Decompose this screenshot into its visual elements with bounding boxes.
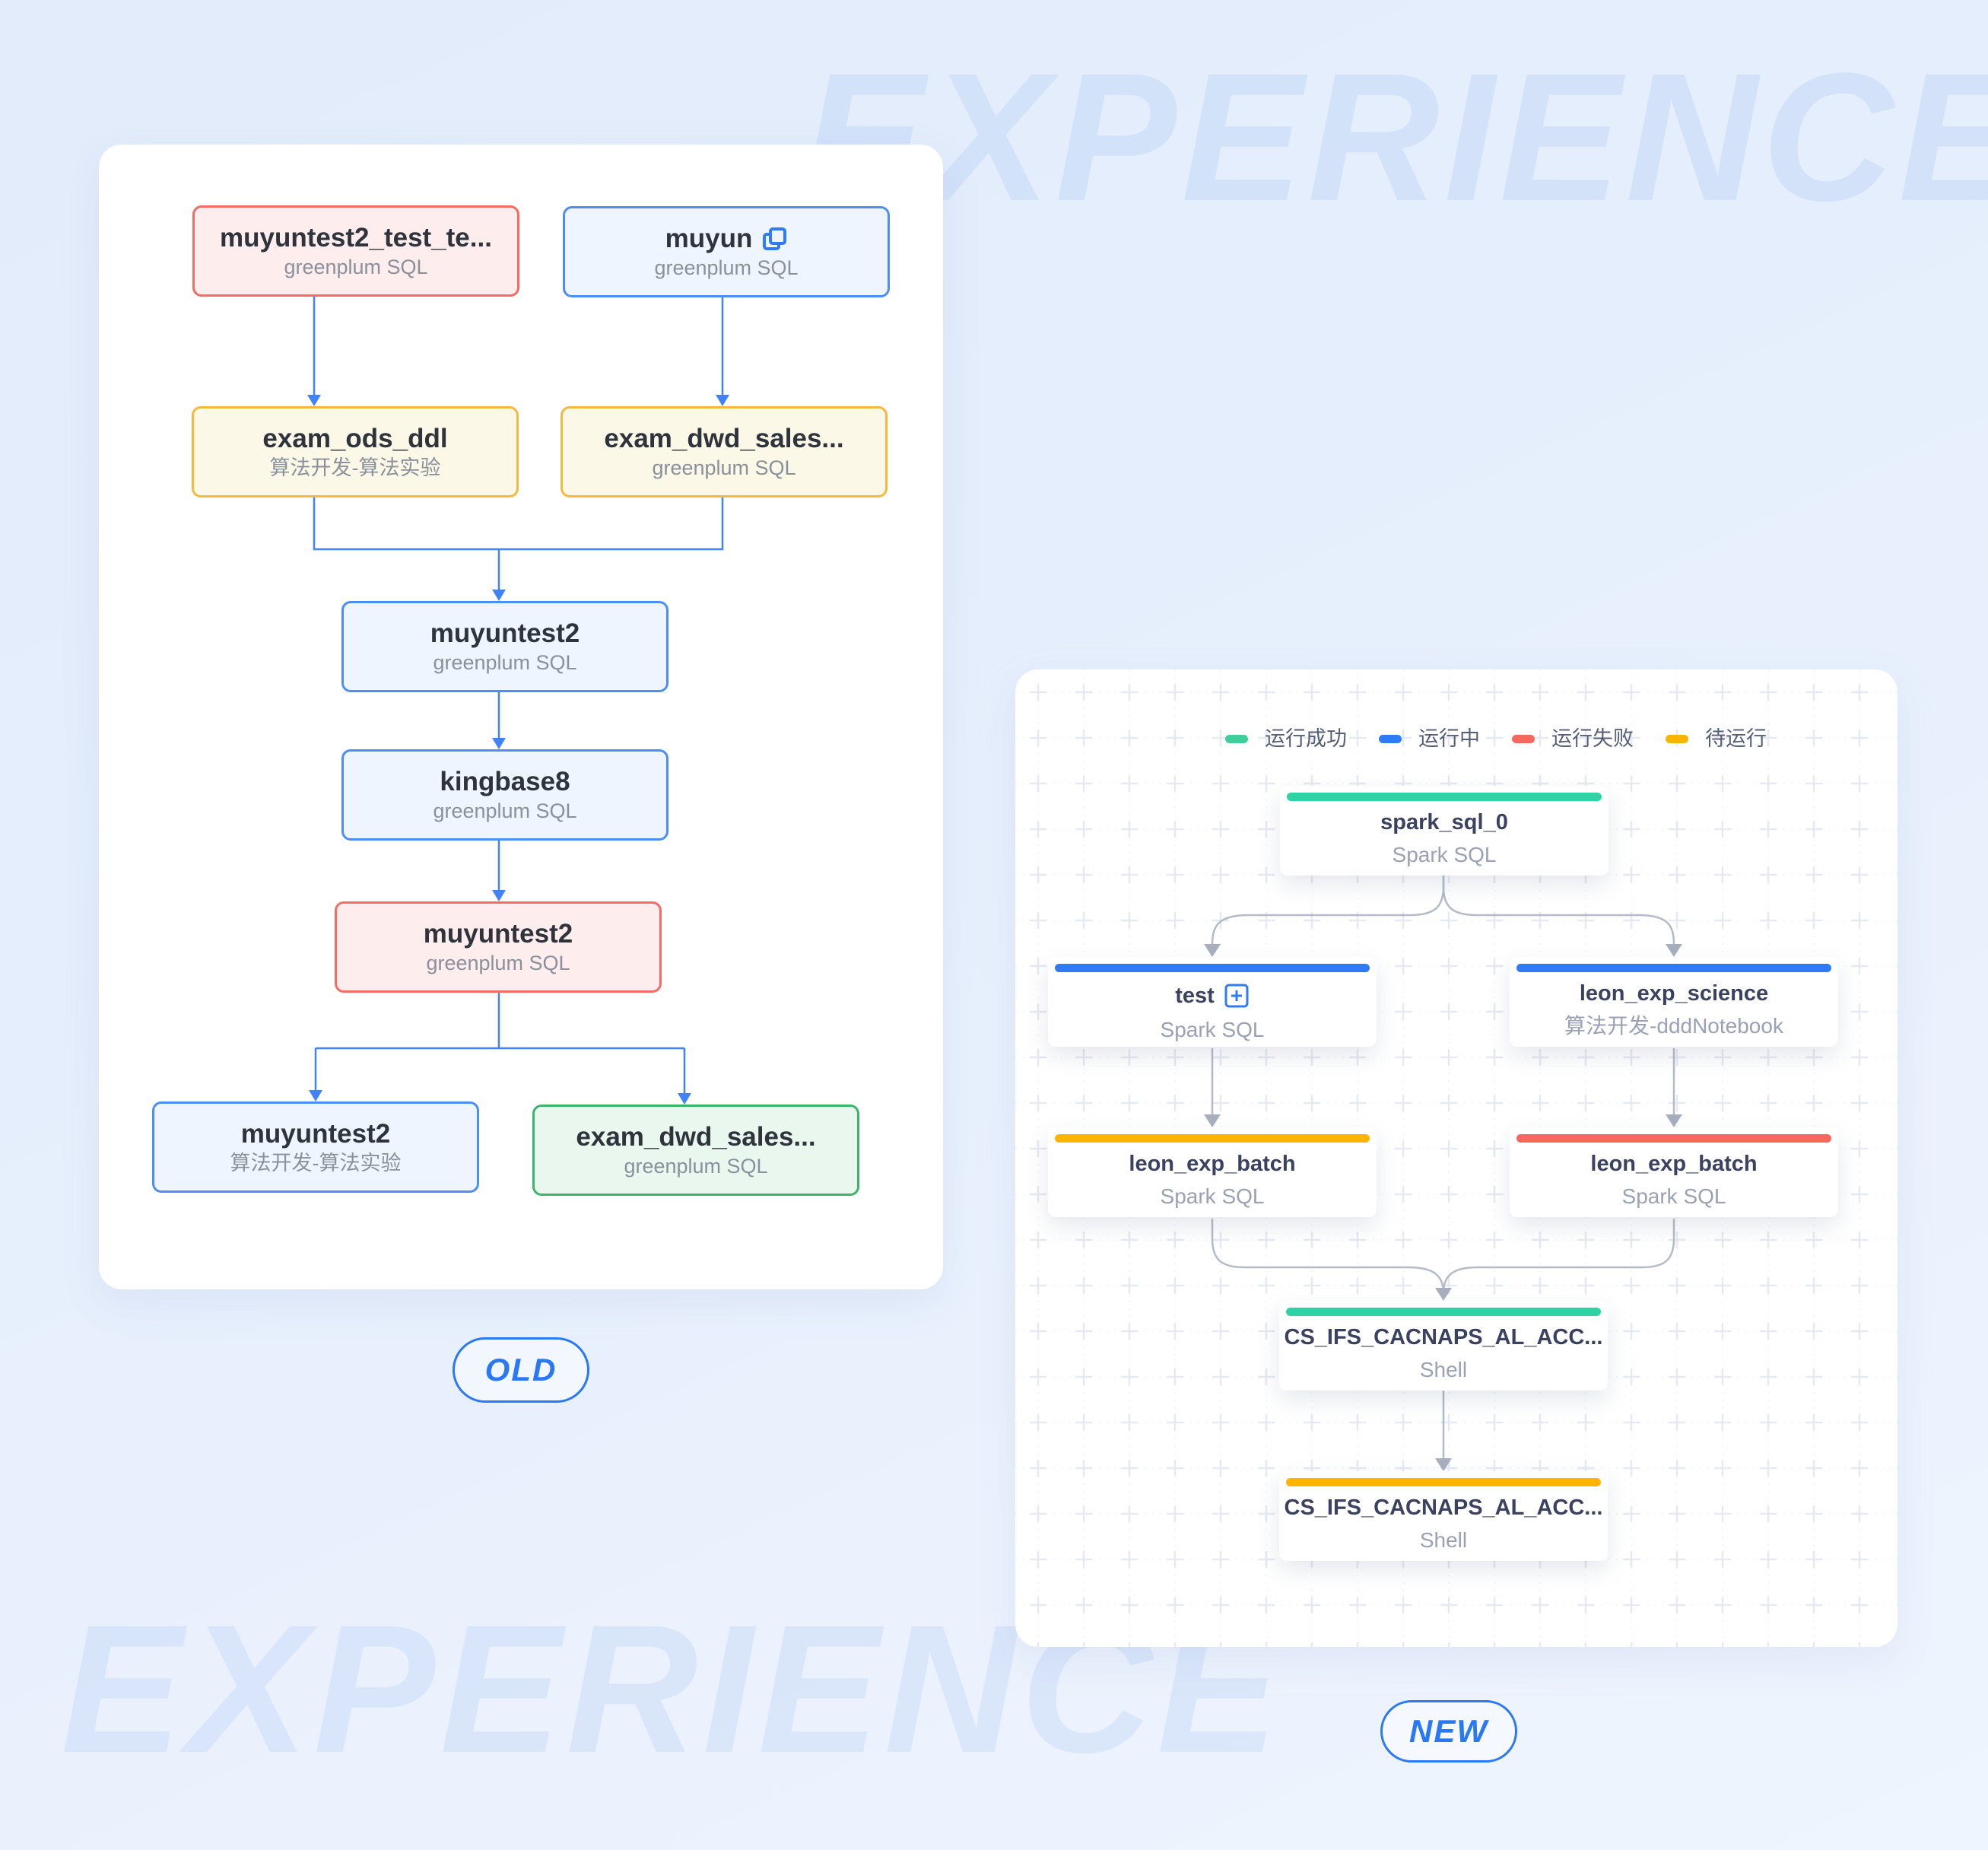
node-title: exam_ods_ddl [262, 424, 448, 453]
legend-pill-success [1225, 735, 1248, 743]
node-title: test [1175, 983, 1250, 1009]
node-subtitle: 算法开发-dddNotebook [1564, 1014, 1783, 1038]
node-title-text: test [1175, 983, 1215, 1008]
node-subtitle: greenplum SQL [426, 952, 570, 974]
node-title: muyuntest2_test_te... [220, 223, 492, 253]
dag-node-exam-ods-ddl[interactable]: exam_ods_ddl 算法开发-算法实验 [192, 406, 519, 497]
legend-item-pending: 待运行 [1666, 729, 1767, 749]
node-title: leon_exp_batch [1129, 1152, 1296, 1176]
node-subtitle: Spark SQL [1160, 1018, 1265, 1041]
status-bar [1287, 793, 1602, 801]
node-subtitle: Spark SQL [1621, 1184, 1726, 1208]
node-subtitle: greenplum SQL [652, 456, 796, 479]
node-title: muyuntest2 [423, 919, 573, 949]
legend-pill-pending [1666, 735, 1688, 743]
watermark-top: EXPERIENCE [802, 35, 1988, 239]
dag-node-muyuntest2-test[interactable]: muyuntest2_test_te... greenplum SQL [192, 205, 519, 297]
dag-node-cs-ifs-shell-success[interactable]: CS_IFS_CACNAPS_AL_ACC... Shell [1279, 1301, 1608, 1391]
node-title: exam_dwd_sales... [604, 424, 844, 453]
dag-node-kingbase8[interactable]: kingbase8 greenplum SQL [341, 749, 668, 841]
node-subtitle: Shell [1419, 1528, 1468, 1552]
node-subtitle: greenplum SQL [624, 1155, 768, 1178]
node-title: leon_exp_batch [1590, 1152, 1758, 1176]
status-bar [1055, 1134, 1370, 1143]
dag-node-muyuntest2-bottom[interactable]: muyuntest2 算法开发-算法实验 [152, 1101, 479, 1193]
node-subtitle: greenplum SQL [433, 651, 577, 674]
node-subtitle: greenplum SQL [284, 256, 428, 278]
copy-icon [761, 226, 787, 252]
status-bar [1516, 964, 1831, 972]
legend-label: 运行中 [1418, 727, 1480, 750]
status-bar [1286, 1478, 1601, 1486]
status-bar [1055, 964, 1370, 972]
legend-label: 运行成功 [1265, 727, 1347, 750]
node-title: CS_IFS_CACNAPS_AL_ACC... [1284, 1325, 1603, 1349]
plus-icon[interactable] [1224, 983, 1250, 1009]
node-title: kingbase8 [440, 767, 570, 796]
node-subtitle: Shell [1419, 1358, 1468, 1381]
node-title-text: muyun [665, 224, 753, 253]
dag-node-leon-exp-batch-failed[interactable]: leon_exp_batch Spark SQL [1510, 1127, 1838, 1217]
old-version-badge[interactable]: OLD [453, 1337, 589, 1403]
node-title: muyun [665, 225, 788, 252]
legend-pill-running [1379, 735, 1402, 743]
dag-node-exam-dwd-sales[interactable]: exam_dwd_sales... greenplum SQL [561, 406, 888, 497]
legend-item-success: 运行成功 [1225, 729, 1347, 749]
node-title: muyuntest2 [430, 618, 580, 648]
node-subtitle: greenplum SQL [433, 799, 577, 822]
node-subtitle: 算法开发-算法实验 [230, 1152, 402, 1175]
status-bar [1286, 1308, 1601, 1316]
node-title: spark_sql_0 [1380, 810, 1508, 834]
node-subtitle: Spark SQL [1160, 1184, 1265, 1208]
dag-node-leon-exp-batch-pending[interactable]: leon_exp_batch Spark SQL [1048, 1127, 1377, 1217]
dag-node-spark-sql-0[interactable]: spark_sql_0 Spark SQL [1280, 786, 1609, 876]
dag-node-muyuntest2-red[interactable]: muyuntest2 greenplum SQL [335, 901, 662, 993]
status-bar [1516, 1134, 1831, 1143]
new-version-badge[interactable]: NEW [1380, 1700, 1517, 1763]
node-subtitle: Spark SQL [1392, 843, 1497, 866]
legend-label: 运行失败 [1551, 727, 1634, 750]
status-legend: 运行成功 运行中 运行失败 待运行 [1225, 729, 1767, 749]
node-subtitle: 算法开发-算法实验 [269, 456, 441, 479]
legend-item-failed: 运行失败 [1512, 729, 1634, 749]
dag-node-cs-ifs-shell-pending[interactable]: CS_IFS_CACNAPS_AL_ACC... Shell [1279, 1471, 1608, 1561]
dag-node-test[interactable]: test Spark SQL [1048, 957, 1377, 1047]
node-title: muyuntest2 [240, 1119, 391, 1149]
dag-node-leon-exp-science[interactable]: leon_exp_science 算法开发-dddNotebook [1510, 957, 1838, 1047]
node-title: exam_dwd_sales... [576, 1122, 816, 1152]
node-subtitle: greenplum SQL [654, 256, 799, 279]
dag-node-muyun[interactable]: muyun greenplum SQL [563, 206, 890, 297]
legend-item-running: 运行中 [1379, 729, 1480, 749]
legend-pill-failed [1512, 735, 1535, 743]
dag-node-exam-dwd-sales-green[interactable]: exam_dwd_sales... greenplum SQL [532, 1105, 859, 1196]
node-title: CS_IFS_CACNAPS_AL_ACC... [1284, 1496, 1603, 1520]
legend-label: 待运行 [1705, 727, 1767, 750]
node-title: leon_exp_science [1579, 981, 1769, 1006]
dag-node-muyuntest2-mid[interactable]: muyuntest2 greenplum SQL [341, 601, 668, 692]
